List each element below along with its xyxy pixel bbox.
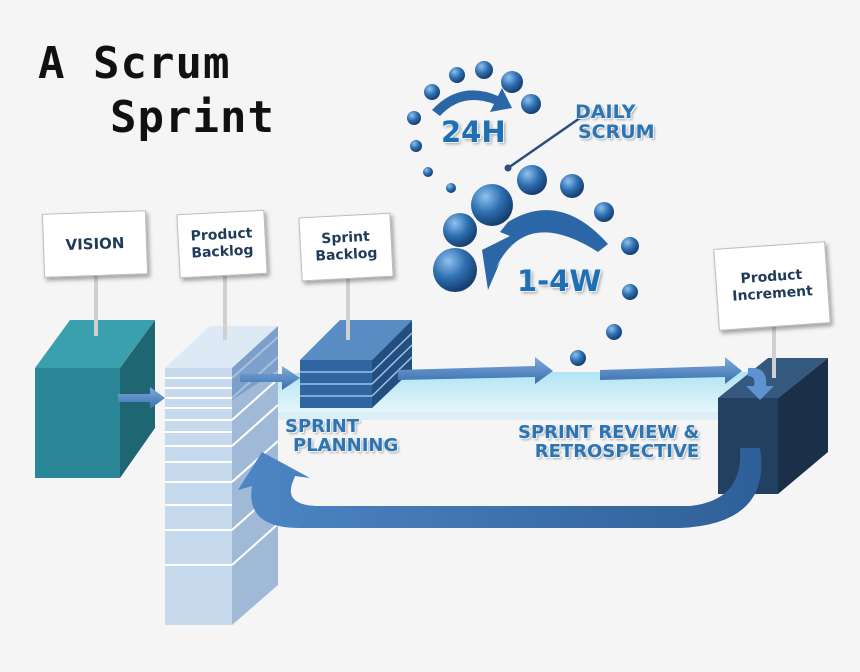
sprint-backlog-stack	[300, 320, 413, 408]
sprint-planning-label: SPRINT PLANNING	[285, 416, 399, 456]
clock-hand	[507, 116, 581, 170]
sprint-review-line2: RETROSPECTIVE	[534, 440, 700, 462]
page-title-line2: Sprint	[110, 92, 275, 143]
sprint-length-label: 1-4W	[517, 264, 602, 298]
sprint-backlog-sign-line2: Backlog	[314, 245, 378, 265]
return-loop-arrow	[238, 448, 762, 528]
product-increment-box	[718, 358, 828, 494]
daily-scrum-bubbles	[407, 61, 541, 193]
arrow-backlog-to-sprint	[240, 366, 300, 390]
sprint-planning-line1: SPRINT	[285, 416, 360, 437]
arrow-sprint-to-review-1	[398, 357, 553, 384]
page-title-line1: A Scrum	[38, 38, 231, 89]
daily-cycle-arrow-icon	[432, 88, 512, 116]
flow-arrows	[118, 357, 742, 409]
product-increment-sign: Product Increment	[713, 241, 831, 331]
vision-sign-text: VISION	[65, 233, 125, 255]
vision-sign: VISION	[41, 210, 149, 278]
arrow-sprint-to-review-2	[600, 357, 742, 384]
sprint-bubbles	[433, 165, 639, 366]
product-backlog-sign-line2: Backlog	[190, 242, 254, 262]
sprint-review-line1: SPRINT REVIEW &	[518, 422, 700, 443]
daily-scrum-label: DAILY SCRUM	[556, 101, 655, 143]
sprint-planning-line2: PLANNING	[293, 434, 399, 456]
clock-center	[504, 164, 512, 172]
sprint-review-label: SPRINT REVIEW & RETROSPECTIVE	[518, 422, 700, 462]
daily-scrum-line2: SCRUM	[578, 120, 655, 143]
daily-label: 24H	[441, 115, 506, 149]
arrow-vision-to-backlog	[118, 387, 165, 409]
daily-scrum-line1: DAILY	[575, 101, 636, 123]
sprint-backlog-sign: Sprint Backlog	[298, 212, 394, 282]
product-backlog-sign: Product Backlog	[176, 209, 268, 279]
sprint-cycle-arrow-icon	[482, 210, 608, 290]
